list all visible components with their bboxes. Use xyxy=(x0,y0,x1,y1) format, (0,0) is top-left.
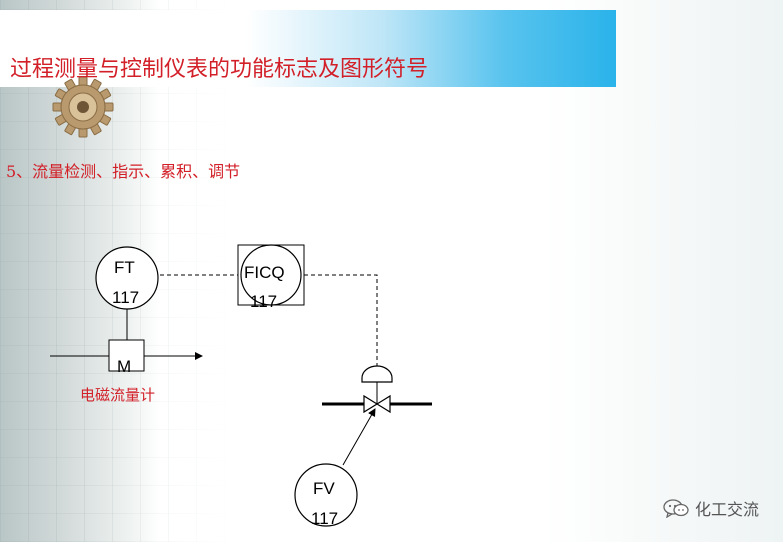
ficq-bubble xyxy=(240,244,302,306)
flow-meter-symbol: M xyxy=(117,357,131,376)
ft-number: 117 xyxy=(112,288,139,307)
flow-meter-box xyxy=(108,339,145,372)
background-fade xyxy=(543,0,783,542)
gear-icon xyxy=(52,76,114,138)
wechat-icon xyxy=(663,499,689,518)
watermark: 化工交流 xyxy=(663,496,759,520)
fv-tag: FV xyxy=(313,479,335,498)
valve-actuator xyxy=(361,365,393,383)
ficq-number: 117 xyxy=(250,292,277,311)
flow-meter-label: 电磁流量计 xyxy=(80,386,155,404)
section-subtitle: 5、流量检测、指示、累积、调节 xyxy=(6,162,241,181)
flow-meter: M xyxy=(108,339,145,376)
ficq-tag: FICQ xyxy=(244,263,285,282)
control-valve xyxy=(322,365,432,414)
watermark-text: 化工交流 xyxy=(694,500,759,519)
fv-bubble xyxy=(294,463,358,527)
fv-number: 117 xyxy=(311,509,338,528)
slide-title: 过程测量与控制仪表的功能标志及图形符号 xyxy=(10,57,429,82)
ficq-controller: FICQ 117 xyxy=(237,244,305,311)
title-bar xyxy=(0,10,616,87)
fv-signal-arrow xyxy=(342,408,376,466)
ft-tag: FT xyxy=(114,258,135,277)
signal-line-ficq-valve xyxy=(304,274,378,369)
ft-transmitter: FT 117 xyxy=(95,246,159,310)
fv-valve-positioner: FV 117 xyxy=(294,463,358,528)
valve-body xyxy=(363,394,391,414)
